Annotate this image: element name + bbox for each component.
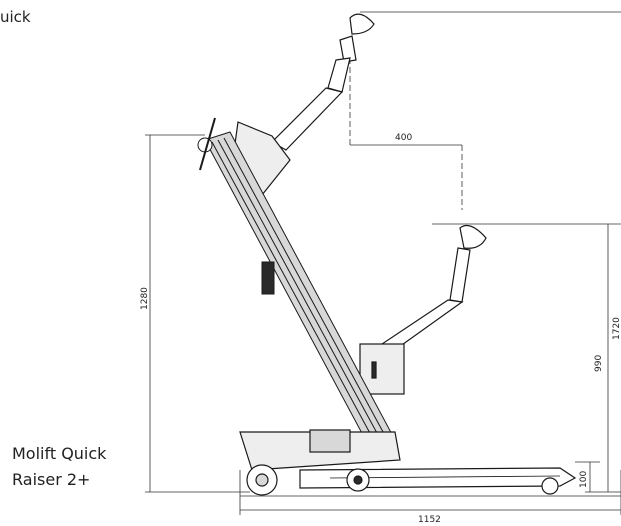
product-name-line1: Molift Quick [12, 444, 107, 463]
product-name: Molift Quick Raiser 2+ [12, 441, 106, 493]
wheels [246, 464, 559, 496]
dim-400: 400 [395, 133, 412, 143]
dim-100: 100 [579, 471, 589, 488]
product-name-line2: Raiser 2+ [12, 470, 91, 489]
corner-label: uick [0, 8, 31, 26]
lower-arm [359, 225, 487, 395]
upper-arm [229, 13, 375, 196]
dimension-lines [145, 11, 621, 515]
dim-1280: 1280 [140, 287, 150, 310]
dim-990: 990 [594, 355, 604, 372]
dim-1152: 1152 [418, 515, 441, 525]
mast [197, 117, 396, 453]
base [239, 429, 577, 489]
dim-1720: 1720 [612, 317, 621, 340]
